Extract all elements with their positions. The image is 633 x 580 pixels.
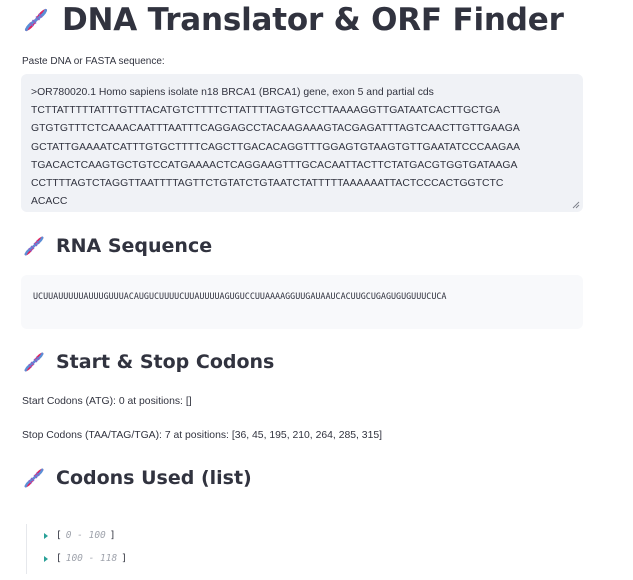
rna-sequence-heading: RNA Sequence (22, 234, 212, 258)
sequence-line: >OR780020.1 Homo sapiens isolate n18 BRC… (31, 87, 434, 98)
sequence-line: GTGTGTTTCTCAAACAATTTAATTTCAGGAGCCTACAAGA… (31, 123, 520, 135)
codons-heading-text: Start & Stop Codons (56, 351, 275, 373)
stop-codons-text: Stop Codons (TAA/TAG/TGA): 7 at position… (22, 430, 383, 441)
resize-handle-icon[interactable] (572, 201, 580, 209)
json-group-toggle[interactable]: [ 0 - 100 ] (44, 524, 127, 547)
codons-used-heading: Codons Used (list) (22, 466, 252, 490)
sequence-line: TGACACTCAAGTGCTGTCCATGAAAACTCAGGAAGTTTGC… (31, 159, 518, 171)
expand-caret-icon[interactable] (44, 532, 48, 539)
json-range-label: 100 - 118 (65, 553, 118, 564)
sequence-input[interactable]: >OR780020.1 Homo sapiens isolate n18 BRC… (21, 74, 583, 212)
rna-sequence-text: UCUUAUUUUUAUUUGUUUACAUGUCUUUUCUUAUUUUAGU… (33, 291, 447, 301)
expand-caret-icon[interactable] (44, 555, 48, 562)
codons-used-heading-text: Codons Used (list) (56, 467, 252, 489)
rna-heading-text: RNA Sequence (56, 235, 213, 257)
sequence-line: ACACC (31, 196, 68, 208)
dna-icon (22, 6, 50, 34)
rna-sequence-code: UCUUAUUUUUAUUUGUUUACAUGUCUUUUCUUAUUUUAGU… (21, 275, 583, 329)
json-close-bracket: ] (109, 530, 116, 541)
dna-icon (22, 234, 46, 258)
start-stop-codons-heading: Start & Stop Codons (22, 350, 274, 374)
page-title-text: DNA Translator & ORF Finder (62, 2, 564, 38)
json-range-label: 0 - 100 (65, 530, 106, 541)
json-open-bracket: [ (56, 553, 62, 564)
json-open-bracket: [ (56, 530, 62, 541)
dna-icon (22, 466, 46, 490)
sequence-line: GCTATTGAAAATCATTTGTGCTTTTCAGCTTGACACAGGT… (31, 141, 521, 153)
json-group-toggle[interactable]: [ 100 - 118 ] (44, 547, 127, 570)
sequence-line: TCTTATTTTTATTTGTTTACATGTCTTTTCTTATTTTAGT… (31, 105, 501, 117)
dna-icon (22, 350, 46, 374)
codons-json-viewer: [ 0 - 100 ] [ 100 - 118 ] (26, 524, 127, 574)
sequence-line: CCTTTTAGTCTAGGTTAATTTTAGTTCTGTATCTGTAATC… (31, 178, 504, 190)
page-title: DNA Translator & ORF Finder (22, 0, 564, 40)
sequence-input-label: Paste DNA or FASTA sequence: (22, 56, 165, 67)
json-close-bracket: ] (121, 553, 127, 564)
start-codons-text: Start Codons (ATG): 0 at positions: [] (22, 396, 192, 407)
